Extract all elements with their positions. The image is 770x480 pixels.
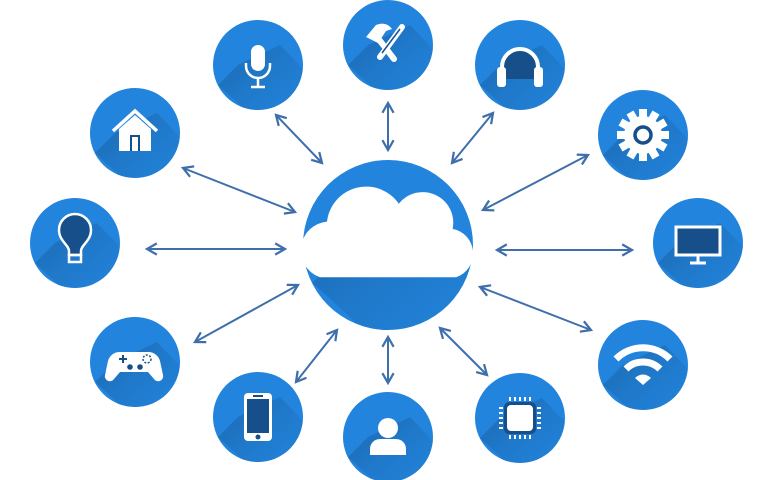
node-monitor: Monitor bbox=[653, 198, 743, 288]
cloud-hub: Cloud bbox=[300, 160, 474, 330]
microphone-icon bbox=[244, 45, 272, 89]
gear-icon bbox=[617, 109, 669, 161]
monitor-icon bbox=[674, 225, 722, 265]
node-headphones: Headphones bbox=[475, 20, 565, 110]
node-bulb: Light bulb bbox=[30, 198, 120, 288]
cloud-icon bbox=[300, 186, 474, 278]
arrow-house bbox=[180, 165, 298, 215]
connector-arrows bbox=[144, 100, 635, 386]
chip-icon bbox=[499, 397, 541, 439]
arrow-headphones bbox=[450, 111, 495, 165]
node-house: Home bbox=[90, 88, 180, 178]
arrow-gear bbox=[481, 153, 590, 212]
node-gamepad: Game controller bbox=[90, 317, 180, 407]
node-tools: Tools bbox=[343, 0, 433, 90]
node-phone: Smartphone bbox=[213, 372, 303, 462]
arrow-wifi bbox=[477, 284, 594, 333]
node-user: User bbox=[343, 392, 433, 480]
node-microphone: Microphone bbox=[213, 20, 303, 110]
node-chip: Chip bbox=[475, 373, 565, 463]
lightbulb-icon bbox=[57, 212, 93, 264]
device-nodes: Microphone Tools HeadphonesSettingsMonitor… bbox=[30, 0, 743, 480]
arrow-phone bbox=[294, 328, 339, 384]
wifi-icon bbox=[613, 344, 673, 385]
node-gear: Settings bbox=[598, 90, 688, 180]
cloud-hub-circle: Cloud bbox=[300, 160, 474, 330]
arrow-microphone bbox=[274, 113, 324, 165]
house-icon bbox=[111, 108, 159, 151]
arrow-gamepad bbox=[193, 283, 300, 344]
node-wifi: Wi-Fi bbox=[598, 320, 688, 410]
user-icon bbox=[370, 418, 406, 455]
gamepad-icon bbox=[104, 352, 164, 382]
smartphone-icon bbox=[244, 393, 272, 441]
arrow-chip bbox=[438, 326, 489, 377]
tools-icon bbox=[366, 23, 405, 62]
headphones-icon bbox=[497, 47, 543, 87]
